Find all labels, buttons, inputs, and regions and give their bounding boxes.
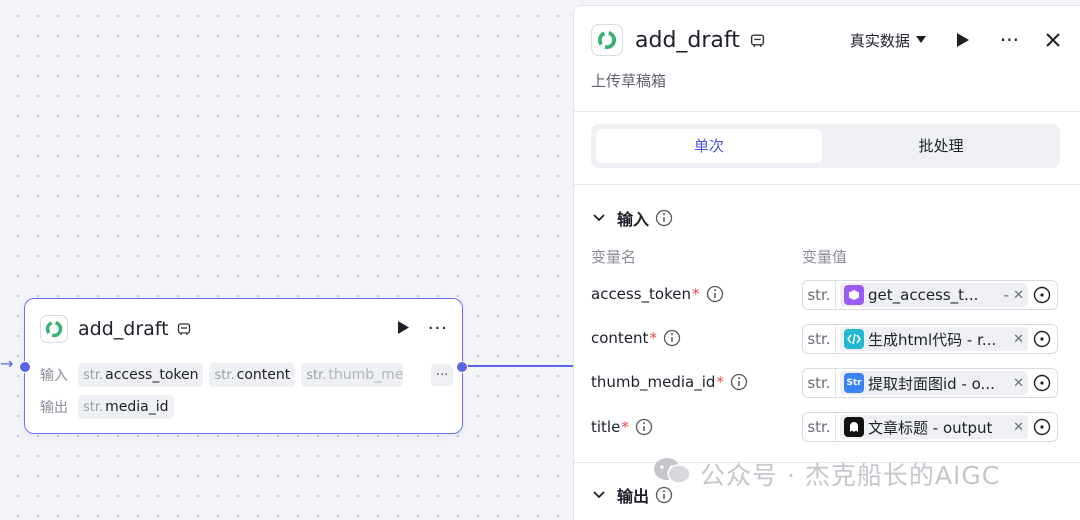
variable-reference[interactable]: get_access_t... - ✕ [840,283,1028,307]
workflow-node-add-draft[interactable]: add_draft ··· 输入 str.access_token str.co… [24,298,463,434]
incoming-edge-arrow: → [0,354,14,373]
outgoing-edge [462,365,574,367]
info-icon[interactable] [655,209,673,227]
output-section-header[interactable]: 输出 [593,483,673,507]
node-inputs-row: 输入 str.access_token str.content str.thum… [40,363,454,387]
more-options-icon[interactable]: ··· [999,28,1019,52]
variable-reference[interactable]: 文章标题 - output ✕ [840,415,1028,439]
wechat-icon [652,456,692,492]
param-name-access-token: access_token* [591,285,724,303]
chevron-down-icon [593,491,605,499]
outputs-label: 输出 [40,400,68,416]
select-variable-icon[interactable] [1033,374,1051,392]
select-variable-icon[interactable] [1033,286,1051,304]
output-chip: str.media_id [78,395,174,419]
divider [574,111,1080,112]
divider [574,184,1080,185]
output-port[interactable] [456,361,468,373]
code-icon [844,329,864,349]
remove-reference-icon[interactable]: ✕ [1013,375,1024,391]
panel-description: 上传草稿箱 [591,72,667,90]
remove-reference-icon[interactable]: ✕ [1013,287,1024,303]
plugin-logo-icon [591,24,623,56]
remove-reference-icon[interactable]: ✕ [1013,331,1024,347]
database-icon [177,322,191,336]
select-variable-icon[interactable] [1033,418,1051,436]
cube-icon [844,285,864,305]
node-title: add_draft [78,318,169,340]
node-outputs-row: 输出 str.media_id [40,395,180,419]
more-inputs-button[interactable]: ··· [431,364,454,386]
info-icon[interactable] [706,285,724,303]
input-section-header[interactable]: 输入 [593,206,673,230]
panel-title: add_draft [635,27,740,53]
column-header-name: 变量名 [591,248,637,266]
node-config-panel: add_draft 真实数据 ··· 上传草稿箱 单次 批处理 输入 [573,5,1080,520]
run-icon[interactable] [956,32,970,48]
info-icon[interactable] [655,486,673,504]
database-icon [750,33,765,48]
caret-down-icon [915,36,926,43]
column-header-value: 变量值 [802,248,848,266]
str-icon: Str [844,373,864,393]
plugin-logo-icon [40,315,68,343]
input-port[interactable] [19,361,31,373]
input-chip: str.access_token [78,363,204,387]
input-chip: str.content [209,363,296,387]
remove-reference-icon[interactable]: ✕ [1013,419,1024,435]
select-variable-icon[interactable] [1033,330,1051,348]
info-icon[interactable] [635,418,653,436]
info-icon[interactable] [730,373,748,391]
run-node-icon[interactable] [396,320,410,339]
param-value-access-token[interactable]: str. get_access_t... - ✕ [802,280,1058,310]
info-icon[interactable] [663,329,681,347]
input-chip: str.thumb_media_id [301,363,404,387]
chevron-down-icon [593,214,605,222]
run-mode-tabs: 单次 批处理 [591,124,1060,168]
inputs-label: 输入 [40,368,68,384]
param-name-content: content* [591,329,681,347]
variable-reference[interactable]: Str 提取封面图id - o... ✕ [840,371,1028,395]
param-value-content[interactable]: str. 生成html代码 - r... ✕ [802,324,1058,354]
param-name-thumb-media-id: thumb_media_id* [591,373,748,391]
watermark: 公众号 · 杰克船长的AIGC [652,456,1000,492]
param-name-title: title* [591,418,653,436]
variable-reference[interactable]: 生成html代码 - r... ✕ [840,327,1028,351]
param-value-thumb-media-id[interactable]: str. Str 提取封面图id - o... ✕ [802,368,1058,398]
more-options-icon[interactable]: ··· [427,318,448,339]
tab-batch[interactable]: 批处理 [918,137,964,155]
ghost-icon [844,417,864,437]
param-value-title[interactable]: str. 文章标题 - output ✕ [802,412,1058,442]
tab-single[interactable]: 单次 [596,129,822,163]
close-icon[interactable] [1045,32,1061,48]
data-mode-dropdown[interactable]: 真实数据 [850,30,926,51]
divider [574,462,1080,463]
